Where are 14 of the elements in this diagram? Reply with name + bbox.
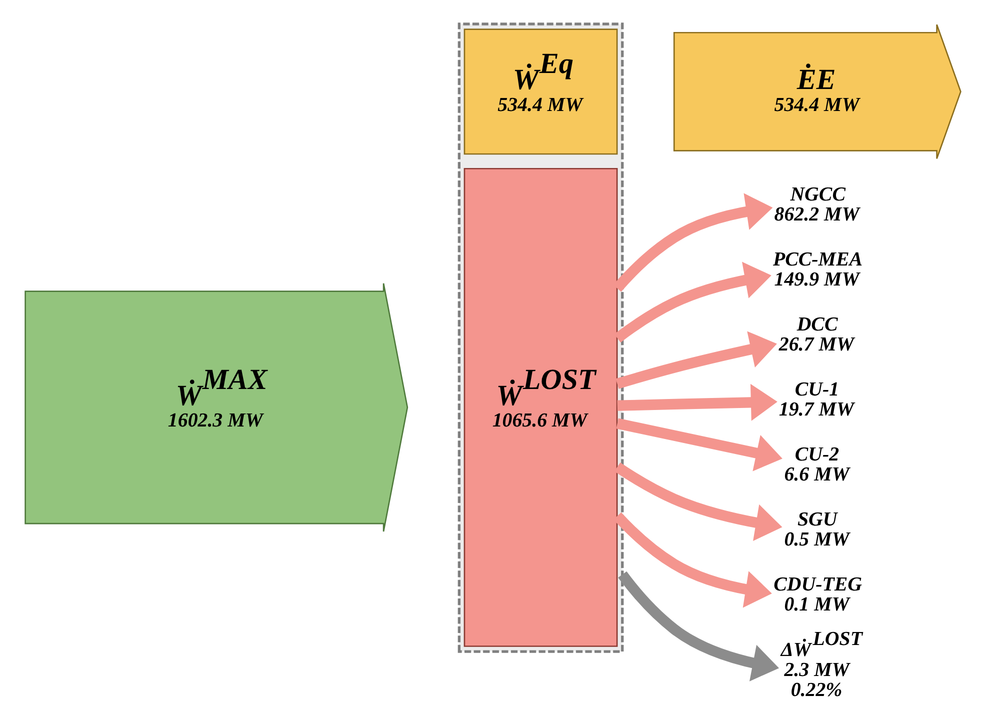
node-text: DCC 26.7 MW <box>778 313 854 356</box>
node-text: PCC-MEA 149.9 MW <box>772 248 862 290</box>
arrow <box>618 571 778 682</box>
node-text: CU-2 6.6 MW <box>784 444 849 486</box>
arrow <box>614 462 782 542</box>
arrow <box>616 418 782 472</box>
arrow <box>615 331 776 389</box>
arrow <box>614 262 771 342</box>
node-text: SGU 0.5 MW <box>784 508 849 550</box>
node-text: CDU-TEG 0.1 MW <box>773 574 862 616</box>
cluster <box>457 22 624 653</box>
arrow <box>616 384 777 421</box>
node-text: CU-1 19.7 MW <box>778 378 854 420</box>
node-text: NGCC 862.2 MW <box>774 183 859 226</box>
